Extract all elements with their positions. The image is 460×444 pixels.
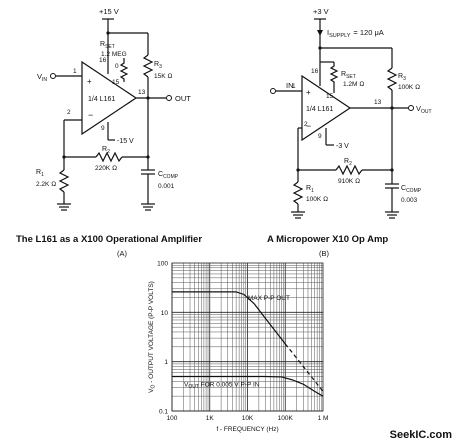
- rset-resistor-a: [119, 58, 129, 82]
- pin9-label-a: 9: [101, 125, 105, 132]
- letter-b: (B): [319, 249, 330, 258]
- max-pp-out-curve-solid: [172, 291, 286, 345]
- circuit-a: +15 V 16 1/4 L161 + − RSET 1.2 MEG 15 0 …: [16, 7, 202, 258]
- minus-sign-a: −: [88, 110, 93, 120]
- r3-resistor-b: [386, 67, 398, 91]
- max-pp-out-curve-dashed: [284, 343, 324, 392]
- r1-resistor-a: [58, 169, 70, 193]
- r3-value-b: 100K Ω: [398, 84, 420, 91]
- ccomp-label-b: CCOMP: [401, 185, 422, 194]
- r3-label-b: R3: [398, 73, 406, 82]
- rset-label-a: RSET: [100, 41, 115, 50]
- r1-value-a: 2.2K Ω: [36, 181, 56, 188]
- plus-sign-b: +: [306, 88, 311, 97]
- pin13-label-a: 13: [138, 89, 146, 96]
- isupply-arrow-b: [317, 30, 323, 36]
- supply-label-a: +15 V: [99, 7, 119, 16]
- pin0-label-a: 0: [115, 63, 119, 70]
- letter-a: (A): [117, 249, 128, 258]
- plot-frame: [171, 262, 324, 412]
- r1-resistor-b: [292, 181, 304, 205]
- r2-label-b: R2: [344, 158, 352, 167]
- supply-label-b: +3 V: [313, 7, 329, 16]
- chip-label-a: 1/4 L161: [88, 96, 115, 103]
- rset-label-b: RSET: [341, 71, 356, 80]
- chart-curves: [172, 291, 324, 397]
- vin-label-a: VIN: [37, 72, 47, 83]
- output-terminal-a: [166, 95, 172, 101]
- pin16-label-a: 16: [99, 57, 107, 64]
- r2-value-b: 910K Ω: [338, 178, 360, 185]
- watermark: SeekIC.com: [390, 429, 453, 441]
- x-axis-label: f - FREQUENCY (Hz): [216, 426, 278, 433]
- minus-sign-b: −: [306, 121, 311, 131]
- y-tick-labels: 100 10 1 0.1: [157, 261, 168, 416]
- r3-label-a: R3: [154, 61, 162, 70]
- output-terminal-b: [408, 105, 414, 111]
- ccomp-value-b: 0.003: [401, 197, 418, 204]
- chart-grid: [171, 263, 323, 412]
- isupply-label-b: ISUPPLY= 120 μA: [327, 28, 384, 39]
- x-tick-label: 100K: [278, 415, 294, 422]
- series-label-vout: VOUT FOR 0.005 V P-P IN: [184, 382, 260, 391]
- r3-value-a: 15K Ω: [154, 73, 172, 80]
- pin16-label-b: 16: [311, 68, 319, 75]
- opamp-triangle-a: [81, 60, 138, 136]
- rset-value-a: 1.2 MEG: [101, 51, 127, 58]
- junction-a4: [146, 155, 150, 159]
- junction-b4: [390, 168, 394, 172]
- r1-label-b: R1: [306, 185, 314, 194]
- title-a: The L161 as a X100 Operational Amplifier: [16, 234, 202, 245]
- rset-resistor-b: [329, 62, 339, 93]
- in-terminal-b: [270, 88, 276, 94]
- r2-label-a: R2: [102, 146, 110, 155]
- pin13-label-b: 13: [374, 99, 382, 106]
- pin1-label-b: 1: [292, 83, 296, 90]
- ccomp-value-a: 0.001: [158, 183, 175, 190]
- rset-value-b: 1.2M Ω: [343, 81, 364, 88]
- vout-curve: [172, 375, 324, 397]
- in-label-b: IN: [286, 81, 294, 90]
- x-tick-labels: 100 1K 10K 100K 1 M: [167, 415, 329, 422]
- r1-value-b: 100K Ω: [306, 196, 328, 203]
- neg-supply-label-b: -3 V: [336, 143, 349, 150]
- r2-value-a: 220K Ω: [95, 165, 117, 172]
- chip-label-b: 1/4 L161: [306, 106, 333, 113]
- pin2-label-a: 2: [67, 109, 71, 116]
- y-tick-label: 1: [164, 359, 168, 366]
- x-tick-label: 1 M: [318, 415, 329, 422]
- pin2-label-b: 2: [304, 121, 308, 128]
- pin9-label-b: 9: [318, 133, 322, 140]
- vin-terminal-a: [50, 73, 56, 79]
- plus-sign-a: +: [87, 77, 92, 86]
- x-tick-label: 10K: [242, 415, 254, 422]
- r2-resistor-b: [335, 164, 363, 176]
- r1-label-a: R1: [36, 169, 44, 178]
- neg-supply-label-a: -15 V: [117, 138, 134, 145]
- r3-resistor-a: [142, 54, 154, 78]
- x-tick-label: 1K: [206, 415, 215, 422]
- y-axis-label: VO - OUTPUT VOLTAGE (P-P VOLTS): [148, 281, 157, 393]
- ccomp-label-a: CCOMP: [158, 171, 179, 180]
- pin1-label-a: 1: [73, 68, 77, 75]
- y-tick-label: 10: [161, 310, 169, 317]
- y-tick-label: 100: [157, 261, 168, 268]
- series-label-max-pp: MAX P-P OUT: [248, 295, 290, 302]
- pin15-label-b: 15: [326, 93, 334, 100]
- r2-resistor-a: [95, 151, 123, 163]
- y-tick-label: 0.1: [159, 409, 168, 416]
- title-b: A Micropower X10 Op Amp: [267, 234, 388, 245]
- x-tick-label: 100: [167, 415, 178, 422]
- pin15-label-a: 15: [112, 79, 120, 86]
- circuit-b: +3 V ISUPPLY= 120 μA 16 1/4 L161 + − RSE…: [267, 7, 432, 258]
- frequency-response-chart: 100 1K 10K 100K 1 M 100 10 1 0.1 VO - OUTPUT VO…: [148, 261, 328, 434]
- out-label-a: OUT: [175, 94, 191, 103]
- opamp-triangle-b: [301, 74, 352, 142]
- vout-label-b: VOUT: [416, 104, 432, 115]
